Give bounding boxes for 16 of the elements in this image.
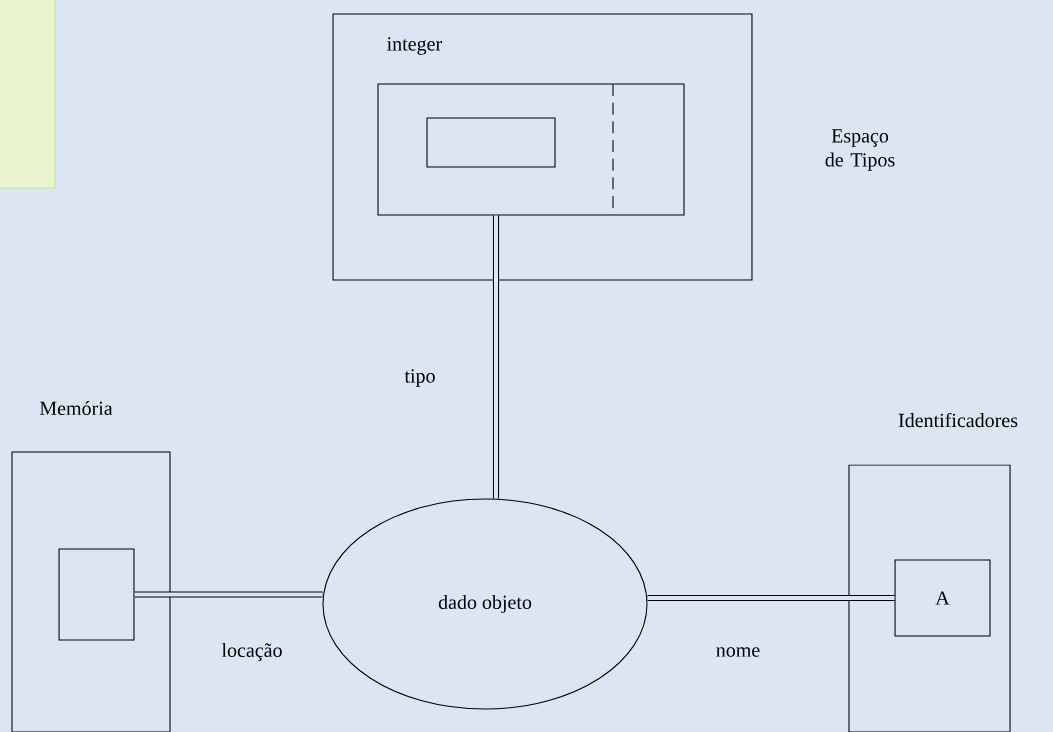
node-label: Identificadores [898,412,1018,428]
node-label: Espaço de Tipos [825,129,895,171]
edge-label: locação [221,642,282,662]
edge-label: tipo [404,369,435,387]
box [377,83,685,216]
box [58,548,135,641]
node-label: Memória [39,400,113,416]
labeled-box: Memória [11,400,171,732]
connector [134,591,323,598]
edge-label: nome [716,647,760,657]
labeled-box: A [894,559,991,637]
ellipse-node: dado objeto [322,498,648,710]
connector [647,594,895,602]
connector [492,215,500,499]
labeled-box: integer Espaço de Tipos [332,13,895,281]
box [426,117,556,168]
